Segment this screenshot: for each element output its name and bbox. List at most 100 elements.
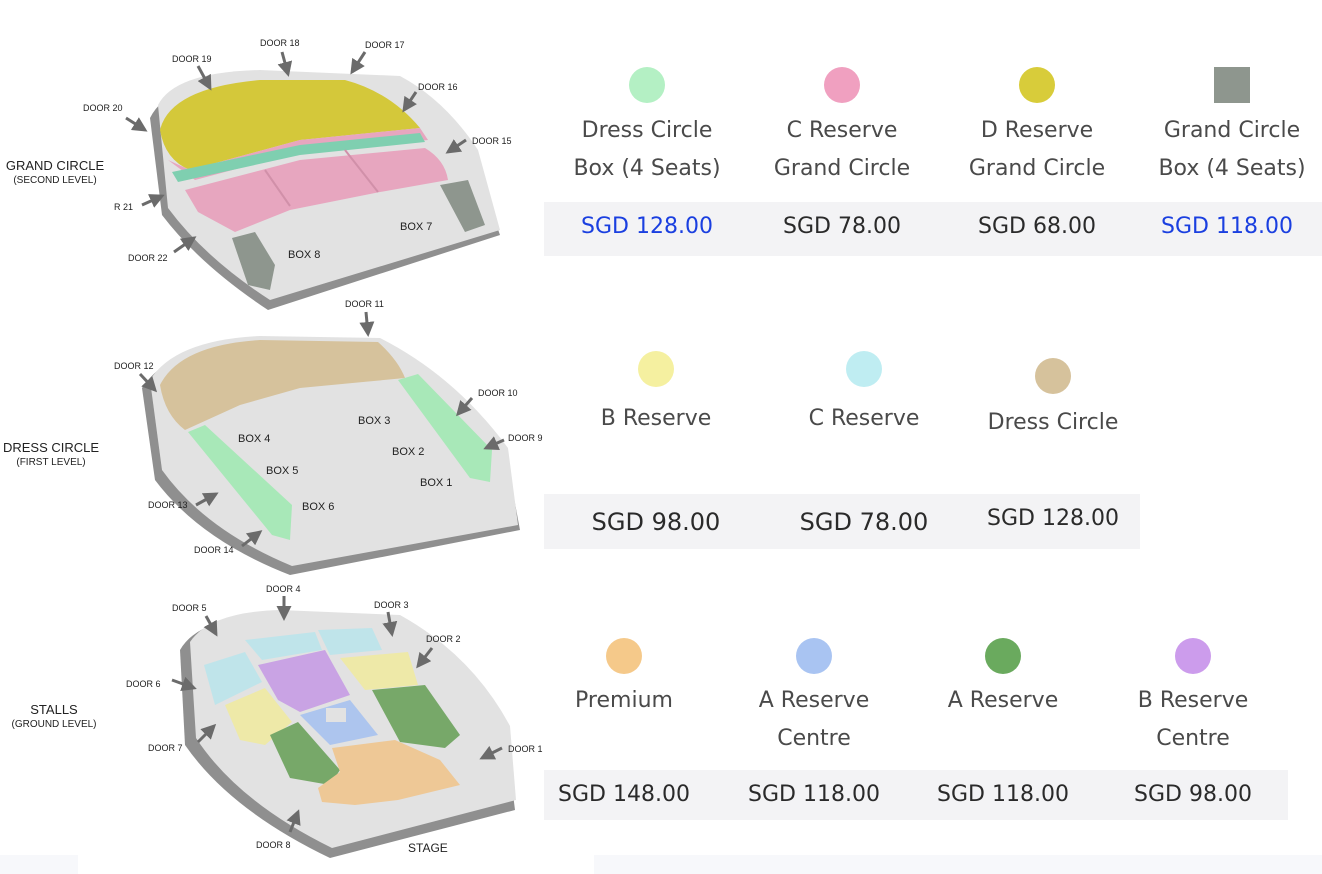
row1-price-band (544, 202, 1322, 256)
section-dress-circle[interactable] (160, 340, 405, 430)
door-label: DOOR 2 (426, 634, 461, 644)
door-arrow-icon (350, 51, 367, 75)
tier-price: SGD 118.00 (1161, 214, 1293, 239)
tier-price: SGD 98.00 (591, 508, 721, 536)
color-swatch-icon (985, 638, 1021, 674)
tier-name-line1: B Reserve (1137, 688, 1249, 713)
door-label: DOOR 12 (114, 361, 154, 371)
grand-circle-section-divider (344, 149, 379, 193)
color-swatch-icon (1019, 67, 1055, 103)
door-label: DOOR 19 (172, 54, 212, 64)
box-label: BOX 2 (392, 446, 424, 458)
dress-circle-map: DOOR 11 DOOR 12 DOOR 10 DOOR 9 DOOR 13 D… (114, 299, 543, 575)
box-8-block[interactable] (232, 232, 275, 290)
color-swatch-icon (1214, 67, 1250, 103)
dress-circle-title: DRESS CIRCLE (2, 440, 100, 455)
grand-circle-box-strip[interactable] (172, 133, 425, 182)
door-arrow-icon (196, 65, 212, 91)
door-arrow-icon (171, 676, 197, 691)
section-c-reserve-stalls-right[interactable] (318, 628, 382, 655)
tier-name-line1: Premium (575, 688, 673, 713)
dress-circle-box-left[interactable] (188, 425, 292, 540)
box-label: BOX 3 (358, 415, 390, 427)
box-label: BOX 7 (400, 221, 432, 233)
door-label: DOOR 10 (478, 388, 518, 398)
door-arrow-icon (483, 436, 505, 450)
door-label: DOOR 8 (256, 840, 291, 850)
grand-circle-map: DOOR 19 DOOR 18 DOOR 17 DOOR 16 DOOR 15 … (83, 38, 512, 310)
door-arrow-icon (173, 236, 197, 254)
door-label: DOOR 11 (345, 299, 384, 309)
tier-name: Grand Circle Box (4 Seats) (1132, 112, 1322, 188)
section-d-reserve-grand-circle[interactable] (160, 80, 420, 170)
tier-name-line1: Grand Circle (1163, 118, 1301, 143)
tier-price: SGD 128.00 (581, 214, 713, 239)
tier-name: C Reserve (808, 406, 920, 431)
section-c-reserve-stalls-left[interactable] (204, 652, 262, 705)
door-arrow-icon (277, 51, 293, 77)
dress-circle-box-right[interactable] (398, 374, 492, 482)
tier-name: D Reserve Grand Circle (937, 112, 1137, 188)
bottom-panel-right (594, 855, 1322, 874)
tier-price: SGD 118.00 (937, 782, 1069, 807)
tier-name-line2: Centre (777, 726, 851, 751)
tier-name-line1: C Reserve (786, 118, 898, 143)
color-swatch-icon (824, 67, 860, 103)
door-label: DOOR 13 (148, 500, 188, 510)
section-c-reserve-grand-circle[interactable] (185, 148, 448, 232)
section-c-reserve-stalls-top[interactable] (245, 632, 322, 660)
door-label: R 21 (114, 202, 133, 212)
section-a-reserve-left[interactable] (270, 722, 340, 785)
box-label: BOX 1 (420, 477, 452, 489)
door-label: DOOR 5 (172, 603, 207, 613)
door-label: DOOR 9 (508, 433, 543, 443)
color-swatch-icon (846, 351, 882, 387)
door-label: DOOR 16 (418, 82, 458, 92)
door-label: DOOR 14 (194, 545, 234, 555)
row3-price-band (544, 770, 1288, 820)
door-label: DOOR 6 (126, 679, 161, 689)
door-arrow-icon (359, 311, 375, 337)
section-b-reserve-stalls-left[interactable] (225, 688, 292, 745)
tier-name: Premium (524, 682, 724, 720)
door-label: DOOR 3 (374, 600, 409, 610)
tier-name: C Reserve Grand Circle (742, 112, 942, 188)
tier-name: A Reserve (903, 682, 1103, 720)
grand-circle-section-divider (264, 169, 291, 207)
grand-circle-label: GRAND CIRCLE (SECOND LEVEL) (0, 158, 110, 187)
tier-name: A Reserve Centre (714, 682, 914, 758)
door-label: DOOR 7 (148, 743, 183, 753)
door-label: DOOR 15 (472, 136, 512, 146)
grand-circle-title: GRAND CIRCLE (5, 158, 105, 173)
grand-circle-subtitle: (SECOND LEVEL) (13, 175, 97, 186)
section-premium[interactable] (318, 740, 460, 805)
door-label: DOOR 17 (365, 40, 405, 50)
door-label: DOOR 1 (508, 744, 543, 754)
box-7-block[interactable] (440, 180, 485, 232)
box-label: BOX 8 (288, 249, 320, 261)
door-arrow-icon (286, 809, 301, 833)
door-arrow-icon (125, 116, 148, 132)
stalls-subtitle: (GROUND LEVEL) (11, 719, 97, 730)
stalls-label: STALLS (GROUND LEVEL) (0, 702, 108, 731)
color-swatch-icon (606, 638, 642, 674)
tier-name: B Reserve (600, 406, 712, 431)
stalls-map: DOOR 4 DOOR 5 DOOR 3 DOOR 2 DOOR 6 DOOR … (126, 584, 543, 858)
door-arrow-icon (402, 91, 418, 113)
section-a-reserve-right[interactable] (372, 685, 460, 748)
tier-price: SGD 78.00 (799, 508, 929, 536)
door-arrow-icon (382, 611, 398, 637)
tier-name: B Reserve Centre (1093, 682, 1293, 758)
door-arrow-icon (141, 194, 165, 208)
tier-name-line1: A Reserve (947, 688, 1059, 713)
section-b-reserve-stalls-right[interactable] (340, 652, 418, 690)
door-arrow-icon (241, 530, 263, 548)
door-arrow-icon (456, 397, 474, 417)
tier-price: SGD 128.00 (987, 506, 1119, 531)
section-b-reserve-centre[interactable] (258, 650, 350, 712)
color-swatch-icon (629, 67, 665, 103)
tier-price: SGD 148.00 (558, 782, 690, 807)
box-label: BOX 6 (302, 501, 334, 513)
stage-label: STAGE (408, 841, 448, 855)
section-a-reserve-centre[interactable] (300, 700, 378, 745)
